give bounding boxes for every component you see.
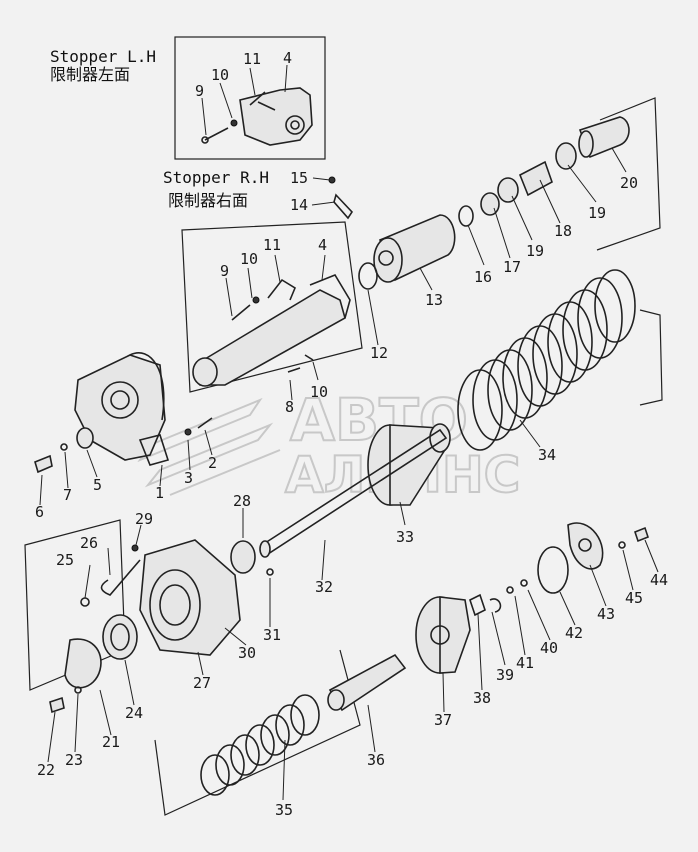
callout-33: 33 (396, 528, 414, 546)
callout-1: 1 (155, 484, 164, 502)
callout-8: 8 (285, 398, 294, 416)
callout-38: 38 (473, 689, 491, 707)
callout-30: 30 (238, 644, 256, 662)
callout-44: 44 (650, 571, 668, 589)
callout-31: 31 (263, 626, 281, 644)
callout-36: 36 (367, 751, 385, 769)
callout-25: 25 (56, 551, 74, 569)
callout-10-b: 10 (310, 383, 328, 401)
leader-lines (39, 64, 659, 801)
callout-16: 16 (474, 268, 492, 286)
cylinder-end-parts (49, 559, 141, 714)
callout-7: 7 (63, 486, 72, 504)
watermark: АВТО АЛЬЯНС (137, 385, 521, 505)
stopper-lh-parts (201, 87, 313, 146)
stopper-rh-caption: Stopper R.H (163, 168, 269, 187)
callout-numbers: 11 4 10 9 15 14 20 19 18 19 17 16 13 12 … (35, 49, 668, 819)
stopper-rh-frame (181, 221, 363, 393)
callout-29: 29 (135, 510, 153, 528)
callout-12: 12 (370, 344, 388, 362)
callout-5: 5 (93, 476, 102, 494)
recoil-spring-34 (457, 269, 636, 451)
callout-20: 20 (620, 174, 638, 192)
callout-11: 11 (243, 50, 261, 68)
callout-42: 42 (565, 624, 583, 642)
stopper-rh-caption-cn: 限制器右面 (168, 191, 248, 210)
stopper-rh-parts (192, 274, 351, 387)
upper-assembly (328, 116, 630, 290)
callout-4: 4 (283, 49, 292, 67)
callout-3: 3 (184, 469, 193, 487)
stopper-lh-caption-cn: 限制器左面 (50, 65, 130, 84)
upper-right-frame (596, 97, 661, 251)
callout-45: 45 (625, 589, 643, 607)
right-lower-parts (469, 522, 649, 617)
callout-37: 37 (434, 711, 452, 729)
callout-10: 10 (211, 66, 229, 84)
callout-28: 28 (233, 492, 251, 510)
callout-14: 14 (290, 196, 308, 214)
lower-spring-parts (200, 596, 471, 796)
callout-4-rh: 4 (318, 236, 327, 254)
stopper-lh-frame (174, 36, 326, 160)
callout-32: 32 (315, 578, 333, 596)
yoke-1 (74, 352, 213, 466)
callout-13: 13 (425, 291, 443, 309)
callout-10-rh: 10 (240, 250, 258, 268)
callout-23: 23 (65, 751, 83, 769)
callout-19b: 19 (526, 242, 544, 260)
callout-18: 18 (554, 222, 572, 240)
callout-21: 21 (102, 733, 120, 751)
callout-6: 6 (35, 503, 44, 521)
lower-spring-frame (154, 649, 361, 816)
callout-39: 39 (496, 666, 514, 684)
piston-assembly (131, 428, 448, 656)
callout-27: 27 (193, 674, 211, 692)
spring-seat-33 (367, 423, 451, 506)
callout-26: 26 (80, 534, 98, 552)
callout-2: 2 (208, 454, 217, 472)
callout-34: 34 (538, 446, 556, 464)
callout-40: 40 (540, 639, 558, 657)
callout-22: 22 (37, 761, 55, 779)
parts-5-6-7 (34, 427, 94, 474)
spring-frame (639, 309, 663, 406)
callout-41: 41 (516, 654, 534, 672)
callout-24: 24 (125, 704, 143, 722)
callout-9-rh: 9 (220, 262, 229, 280)
callout-35: 35 (275, 801, 293, 819)
callout-17: 17 (503, 258, 521, 276)
callout-43: 43 (597, 605, 615, 623)
stopper-lh-caption: Stopper L.H (50, 47, 156, 66)
callout-11-rh: 11 (263, 236, 281, 254)
callout-19a: 19 (588, 204, 606, 222)
callout-9: 9 (195, 82, 204, 100)
callout-15: 15 (290, 169, 308, 187)
